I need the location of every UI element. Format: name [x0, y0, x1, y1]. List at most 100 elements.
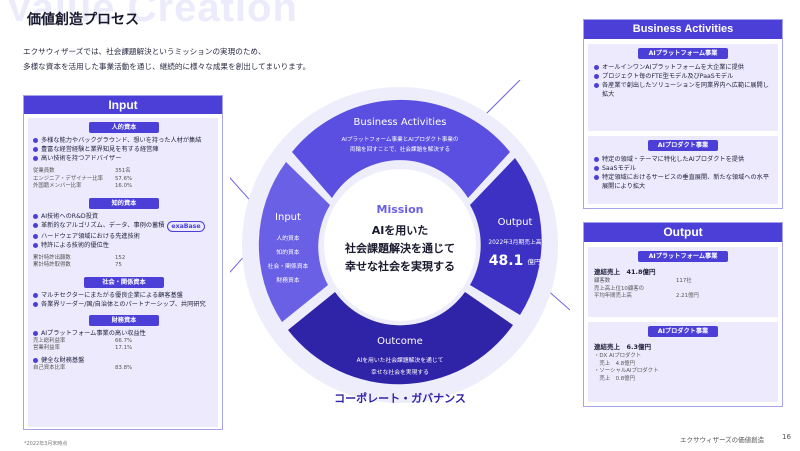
input-panel: Input 人的資本 多様な能力やバックグラウンド、想いを持った人材が集結 豊富… [23, 95, 223, 430]
page-title: 価値創造プロセス [27, 12, 139, 28]
intro-line-2: 多様な資本を活用した事業活動を通じ、継続的に様々な成果を創出してまいります。 [23, 62, 311, 71]
stat-value: 351名 [115, 168, 131, 174]
footer-company: エクサウィザーズの価値創造 [680, 436, 765, 444]
intellectual-capital-label: 知的資本 [89, 197, 159, 209]
stat-row: 従業員数 351名 [33, 168, 215, 176]
bullet-icon [33, 357, 38, 363]
intro-text: エクサウィザーズでは、社会課題解決というミッションの実現のため、 多様な資本を活… [23, 44, 383, 74]
stat-value: 2.21億円 [676, 293, 699, 299]
stat-value: 17.1% [115, 345, 133, 351]
outcome-desc-2: 幸せな社会を実現する [371, 368, 429, 376]
mission-line-1: AIを用いた [372, 224, 429, 237]
list-item: プロジェクト毎のFTE型モデル及びPaaSモデル [594, 72, 772, 81]
list-item: 特許による技術的優位性 [33, 241, 215, 250]
input-item: 財務資本 [276, 276, 299, 284]
product-label: AIプロダクト事業 [648, 140, 718, 151]
bullet-icon [33, 138, 38, 143]
stat-value: 66.7% [115, 337, 133, 344]
output-header: Output [584, 223, 782, 242]
bullet-icon [33, 213, 38, 219]
bullet-text: AIプラットフォーム事業の高い収益性 [41, 329, 146, 337]
stat-row: 売上総利益率 66.7% [33, 338, 215, 346]
list-item: 各産業で創出したソリューションを同業界内へ広範に展開し拡大 [594, 81, 772, 99]
stat-value: 16.0% [115, 183, 133, 189]
list-item: 多様な能力やバックグラウンド、想いを持った人材が集結 [33, 136, 215, 145]
bullet-text: 特許による技術的優位性 [41, 241, 109, 249]
bullet-text: 特定領域におけるサービスの垂直展開、新たな領域への水平展開により拡大 [602, 174, 770, 190]
bullet-icon [33, 233, 38, 239]
bullet-text: 多様な能力やバックグラウンド、想いを持った人材が集結 [41, 137, 202, 144]
stat-key: 営業利益率 [33, 345, 60, 351]
list-item: ハードウェア領域における先進技術 [33, 232, 215, 241]
bullet-text: 各産業で創出したソリューションを同業界内へ広範に展開し拡大 [602, 82, 769, 98]
stat-row: 平均年間売上高 2.21億円 [594, 293, 772, 301]
bullet-text: ハードウェア領域における先進技術 [41, 232, 140, 240]
stat-key: 従業員数 [33, 168, 55, 174]
outcome-label: Outcome [377, 336, 423, 347]
list-item: オールインワンAIプラットフォームを大企業に提供 [594, 63, 772, 72]
output-segment [470, 158, 542, 315]
product-item: 売上 4.8億円 [594, 360, 635, 367]
bullet-icon [33, 147, 38, 152]
stat-key: 平均年間売上高 [594, 293, 632, 299]
bullet-text: マルチセクターにまたがる優良企業による顧客基盤 [41, 291, 183, 299]
list-item: マルチセクターにまたがる優良企業による顧客基盤 [33, 291, 215, 300]
social-capital-label: 社会・関係資本 [84, 276, 164, 288]
stat-value: 83.8% [115, 364, 133, 371]
product-item: 売上 0.8億円 [594, 375, 635, 382]
list-item: 特定の領域・テーマに特化したAIプロダクトを提供 [594, 155, 772, 164]
mission-line-3: 幸せな社会を実現する [345, 259, 455, 273]
ba-desc-1: AIプラットフォーム事業とAIプロダクト事業の [341, 135, 458, 143]
mission-circle [324, 169, 476, 321]
business-activities-header: Business Activities [584, 20, 782, 39]
bullet-text: 各業界リーダー/国/自治体とのパートナーシップ、共同研究 [41, 300, 206, 308]
bullet-icon [33, 292, 38, 298]
outcome-segment [288, 292, 513, 385]
bullet-icon [594, 74, 599, 79]
stat-key: 自己資本比率 [33, 364, 66, 371]
stat-row: 売上高上位10顧客の [594, 286, 772, 294]
mission-label: Mission [377, 203, 424, 216]
business-activities-segment [292, 99, 510, 198]
bullet-text: SaaSモデル [602, 165, 637, 172]
output-product-label: AIプロダクト事業 [648, 326, 718, 337]
stat-row: 自己資本比率 83.8% [33, 365, 215, 373]
footnote: *2022年3月末時点 [24, 441, 68, 447]
bullet-icon [33, 330, 38, 336]
stat-value: 152 [115, 254, 126, 261]
product-box: AIプロダクト事業 特定の領域・テーマに特化したAIプロダクトを提供 SaaSモ… [588, 136, 778, 204]
platform-sales: 連結売上 41.8億円 [594, 268, 656, 276]
platform-box: AIプラットフォーム事業 オールインワンAIプラットフォームを大企業に提供 プロ… [588, 44, 778, 131]
financial-capital-label: 財務資本 [89, 314, 159, 326]
stat-row: 累計特許出願数 152 [33, 255, 215, 263]
list-item: AIプラットフォーム事業の高い収益性 [33, 329, 215, 338]
bullet-text: 豊富な経営経験と業界知見を有する経営陣 [41, 146, 159, 153]
input-header: Input [24, 96, 222, 114]
stat-key: 外国籍メンバー比率 [33, 183, 82, 189]
platform-label: AIプラットフォーム事業 [638, 48, 728, 59]
bullet-text: オールインワンAIプラットフォームを大企業に提供 [602, 64, 744, 71]
stat-key: 顧客数 [594, 278, 611, 284]
stat-key: 累計特許出願数 [33, 254, 71, 261]
output-platform-label: AIプラットフォーム事業 [638, 251, 728, 262]
bullet-text: プロジェクト毎のFTE型モデル及びPaaSモデル [602, 73, 734, 80]
business-activities-panel: Business Activities AIプラットフォーム事業 オールインワン… [583, 19, 783, 209]
page-number: 16 [782, 433, 791, 441]
input-body [28, 118, 218, 427]
bullet-icon [594, 83, 599, 88]
stat-row: 営業利益率 17.1% [33, 345, 215, 353]
product-sales: 連結売上 6.3億円 [594, 343, 652, 351]
bullet-icon [594, 65, 599, 70]
output-value: 48.1 [489, 253, 524, 269]
stat-key: 売上総利益率 [33, 337, 66, 344]
ba-desc-2: 両輪を回すことで、社会課題を解決する [350, 145, 450, 153]
list-item: AI技術へのR&D投資 [33, 212, 215, 221]
stat-key: エンジニア・デザイナー比率 [33, 175, 103, 182]
bullet-text: 健全な財務基盤 [41, 356, 85, 364]
stat-key: 売上高上位10顧客の [594, 285, 644, 292]
